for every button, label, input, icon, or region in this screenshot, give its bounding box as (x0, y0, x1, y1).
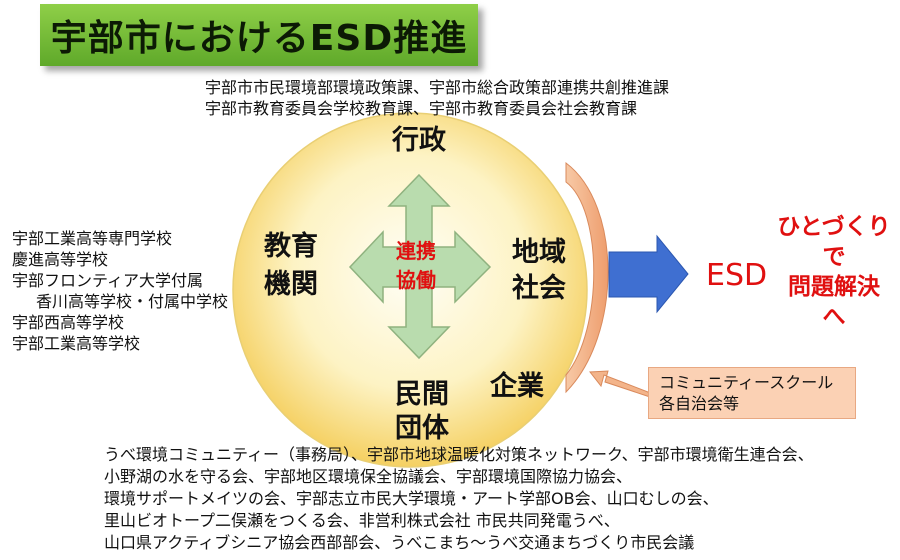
school-3: 宇部フロンティア大学付属 (12, 271, 204, 290)
org-line-5: 山口県アクティブシニア協会西部部会、うべこまち〜うべ交通まちづくり市民会議 (104, 533, 695, 552)
org-line-4: 里山ビオトープ二俣瀬をつくる会、非営利株式会社 市民共同発電うべ、 (104, 511, 620, 530)
community-box: コミュニティースクール 各自治会等 (648, 367, 856, 419)
community-line-1: コミュニティースクール (659, 373, 834, 392)
school-4: 香川高等学校・付属中学校 (36, 292, 229, 311)
school-1: 宇部工業高等専門学校 (12, 229, 173, 248)
esd-label: ESD (706, 258, 768, 293)
org-line-2: 小野湖の水を守る会、宇部地区環境保全協議会、宇部環境国際協力協会、 (104, 467, 633, 486)
node-chiiki-line-2: 社会 (512, 273, 566, 304)
outcome-block: ひとづくり で 問題解決 へ (776, 212, 892, 332)
node-minkan-line-1: 民間 (395, 379, 449, 410)
center-label-line-2: 協働 (396, 268, 436, 292)
node-kigyo: 企業 (490, 371, 544, 402)
node-chiiki-line-1: 地域 (512, 237, 566, 268)
node-minkan-line-2: 団体 (395, 413, 449, 444)
arrow-from-community (589, 370, 651, 398)
org-line-1: うべ環境コミュニティー（事務局）、宇部市地球温暖化対策ネットワーク、宇部市環境衛… (104, 445, 814, 464)
bracket-ring (565, 161, 609, 394)
node-kyoiku-line-2: 機関 (264, 269, 318, 300)
community-line-2: 各自治会等 (659, 394, 740, 413)
admin-dept-line-2: 宇部市教育委員会学校教育課、宇部市教育委員会社会教育課 (205, 99, 638, 118)
admin-dept-line-1: 宇部市市民環境部環境政策課、宇部市総合政策部連携共創推進課 (205, 78, 670, 97)
title-banner: 宇部市におけるESD推進 (40, 4, 478, 66)
page-title: 宇部市におけるESD推進 (50, 18, 468, 59)
outcome-line-1: ひとづくり (777, 214, 891, 240)
school-6: 宇部工業高等学校 (12, 334, 141, 353)
four-way-arrow (348, 173, 492, 360)
node-kyoiku-line-1: 教育 (264, 231, 318, 262)
school-2: 慶進高等学校 (12, 250, 109, 269)
outcome-line-2: で (822, 244, 846, 270)
school-5: 宇部西高等学校 (12, 313, 125, 332)
arrow-to-esd (608, 234, 689, 314)
center-label-line-1: 連携 (396, 239, 436, 263)
outcome-line-3: 問題解決 (788, 274, 880, 300)
node-gyosei: 行政 (392, 125, 446, 156)
outcome-line-4: へ (822, 304, 846, 330)
org-line-3: 環境サポートメイツの会、宇部志立市民大学環境・アート学部OB会、山口むしの会、 (104, 489, 719, 508)
